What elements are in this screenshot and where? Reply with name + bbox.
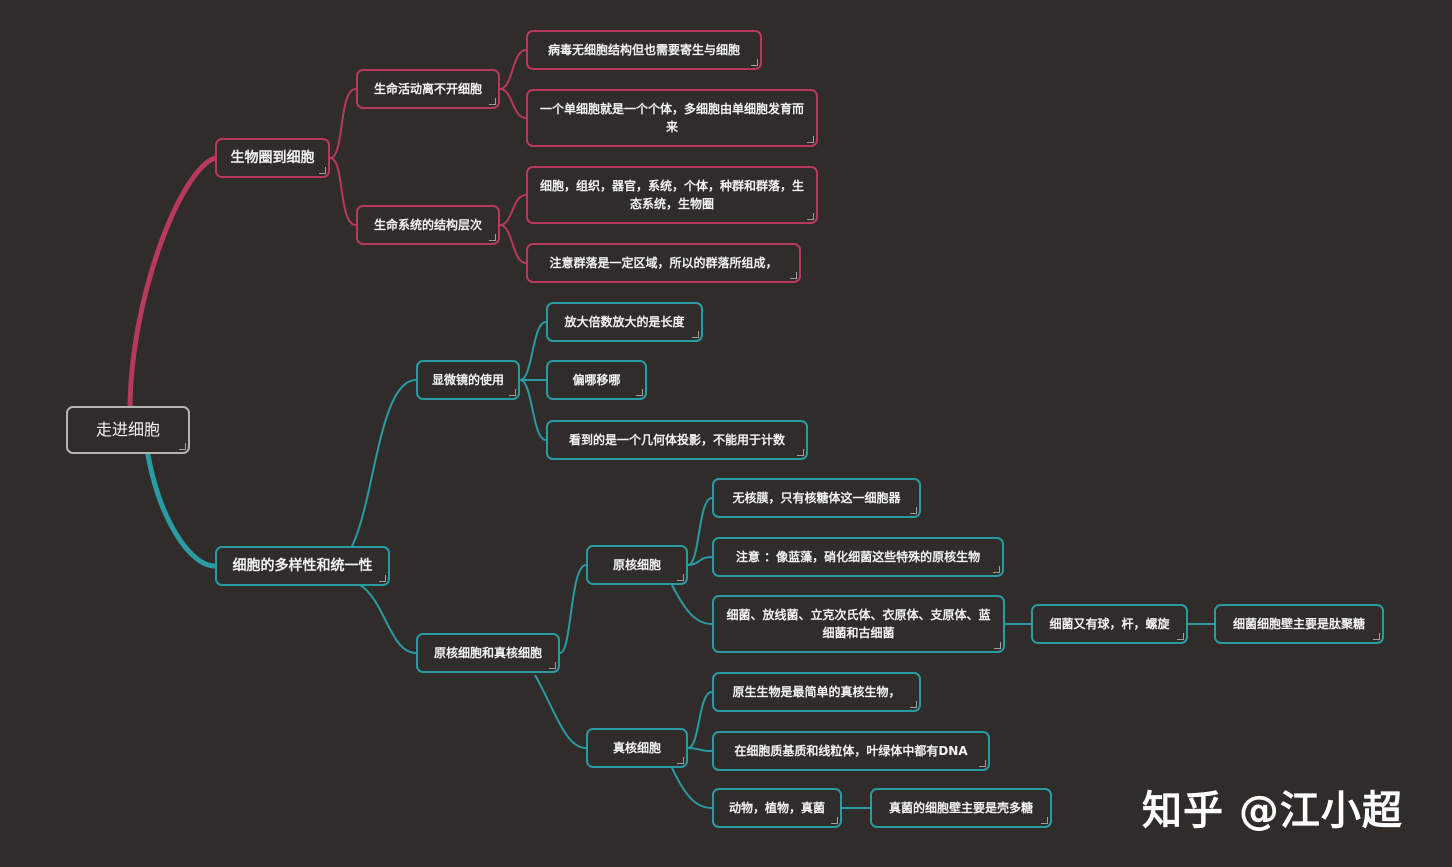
link-b2b2-b2b2c: [671, 767, 713, 809]
node-b2a3[interactable]: 看到的是一个几何体投影，不能用于计数: [546, 420, 808, 460]
link-root-b1: [127, 155, 218, 413]
link-b1a-b1a2: [499, 88, 527, 119]
node-b1a[interactable]: 生命活动离不开细胞: [356, 69, 500, 109]
node-b2b1b[interactable]: 注意 ：像蓝藻，硝化细菌这些特殊的原核生物: [712, 537, 1004, 577]
node-b2b2b[interactable]: 在细胞质基质和线粒体，叶绿体中都有DNA: [712, 731, 990, 771]
link-b2b2-b2b2a: [687, 691, 713, 749]
node-b2b2[interactable]: 真核细胞: [586, 728, 688, 768]
link-b2b1-b2b1b: [687, 556, 713, 566]
node-b2b1a[interactable]: 无核膜，只有核糖体这一细胞器: [712, 478, 921, 518]
node-b1a2[interactable]: 一个单细胞就是一个个体，多细胞由单细胞发育而来: [526, 89, 818, 147]
node-b1[interactable]: 生物圈到细胞: [215, 138, 330, 178]
link-b1a-b1a1: [499, 49, 527, 90]
link-b2-b2a: [329, 379, 417, 567]
node-b1b1[interactable]: 细胞，组织，器官，系统，个体，种群和群落，生态系统，生物圈: [526, 166, 818, 224]
node-b1b2[interactable]: 注意群落是一定区域，所以的群落所组成，: [526, 243, 801, 283]
node-root[interactable]: 走进细胞: [66, 406, 190, 454]
link-b2b-b2b2: [534, 674, 587, 749]
node-b2a[interactable]: 显微镜的使用: [416, 360, 520, 400]
node-b2b2c[interactable]: 动物，植物，真菌: [712, 788, 842, 828]
link-b1-b1b: [329, 157, 357, 226]
node-b1a1[interactable]: 病毒无细胞结构但也需要寄生与细胞: [526, 30, 762, 70]
node-b2b1[interactable]: 原核细胞: [586, 545, 688, 585]
link-b1-b1a: [329, 88, 357, 159]
node-b2a1[interactable]: 放大倍数放大的是长度: [546, 302, 703, 342]
link-b2b2-b2b2b: [687, 747, 713, 752]
node-b2b1c1[interactable]: 细菌又有球，杆，螺旋: [1031, 604, 1188, 644]
link-b2a-b2a3: [519, 379, 547, 441]
link-b2b-b2b1: [559, 564, 587, 654]
node-b2[interactable]: 细胞的多样性和统一性: [215, 546, 390, 586]
link-b2-b2b: [359, 584, 417, 654]
node-b2b1c1a[interactable]: 细菌细胞壁主要是肽聚糖: [1214, 604, 1384, 644]
link-root-b2: [145, 452, 218, 569]
watermark-text: 知乎 @江小超: [1142, 788, 1403, 834]
node-b2b[interactable]: 原核细胞和真核细胞: [416, 633, 560, 673]
link-b2a-b2a1: [519, 321, 547, 381]
link-b2b1-b2b1a: [687, 497, 713, 566]
node-b1b[interactable]: 生命系统的结构层次: [356, 205, 500, 245]
node-b2a2[interactable]: 偏哪移哪: [546, 360, 647, 400]
link-b1b-b1b2: [499, 224, 527, 264]
node-b2b1c[interactable]: 细菌、放线菌、立克次氏体、衣原体、支原体、蓝细菌和古细菌: [712, 595, 1005, 653]
link-b2b1-b2b1c: [671, 584, 713, 625]
node-b2b2c1[interactable]: 真菌的细胞壁主要是壳多糖: [870, 788, 1052, 828]
node-b2b2a[interactable]: 原生生物是最简单的真核生物，: [712, 672, 921, 712]
link-b1b-b1b1: [499, 194, 527, 226]
